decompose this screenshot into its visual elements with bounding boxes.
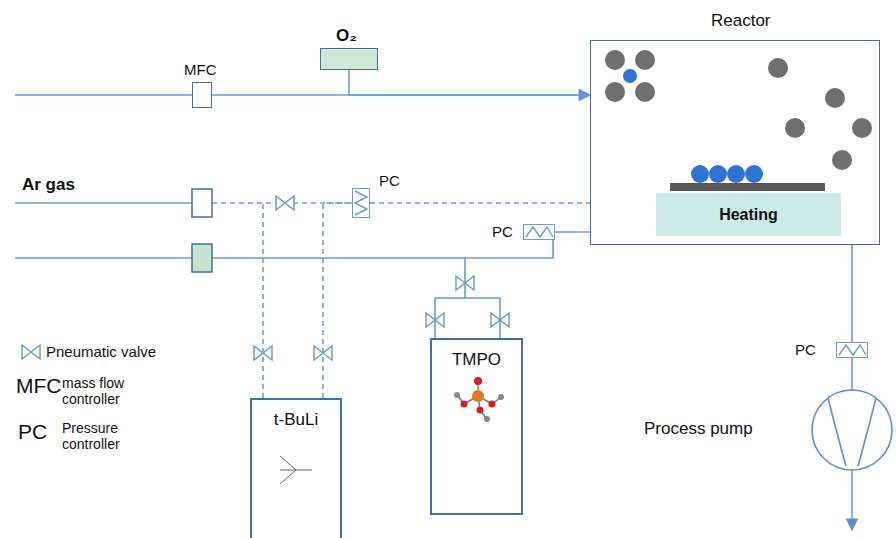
legend-key: MFC <box>16 374 62 398</box>
node-label: MFC <box>184 61 217 79</box>
gas-line <box>349 70 590 95</box>
node-label: TMPO <box>452 350 501 370</box>
gas-line <box>212 257 465 259</box>
gas-line <box>434 298 436 338</box>
pneumatic-valve <box>314 346 332 360</box>
tbuli-structure <box>280 456 312 484</box>
legend-valve-symbol <box>22 345 40 359</box>
node-label: Process pump <box>644 419 753 439</box>
node-label: t-BuLi <box>274 410 318 430</box>
heating-stage: Heating <box>656 193 841 236</box>
reactor-particles <box>605 50 872 191</box>
tmpo-molecule <box>454 377 504 422</box>
reactor-chamber: HeatingReactor <box>590 40 880 245</box>
pc-symbol <box>839 345 866 355</box>
legend-text: Pressure controller <box>62 420 172 452</box>
pressure-controller: PC <box>352 188 370 218</box>
gas-line <box>435 297 465 299</box>
gas-line <box>555 231 590 233</box>
precursor-container: t-BuLi <box>250 398 342 538</box>
pressure-controller: PC <box>523 224 555 240</box>
pneumatic-valve <box>456 276 474 290</box>
node-label: PC <box>492 223 513 241</box>
legend-text: mass flow controller <box>62 375 172 407</box>
pc-symbol <box>355 191 367 215</box>
mass-flow-controller: MFC <box>192 82 212 108</box>
gas-line <box>851 358 853 390</box>
gas-label: Ar gas <box>22 175 75 195</box>
mfc-box <box>192 189 212 217</box>
mfc-box <box>192 244 212 272</box>
gas-source-box: O₂ <box>320 48 378 70</box>
gas-line <box>851 245 853 342</box>
gas-line <box>323 203 352 398</box>
pneumatic-valve <box>276 196 294 210</box>
node-label: PC <box>795 341 816 359</box>
process-pump: Process pump <box>812 390 892 470</box>
legend-entry: Pressure controller <box>62 420 172 452</box>
gas-line <box>465 240 553 338</box>
pneumatic-valve <box>254 346 272 360</box>
gas-line <box>212 94 590 96</box>
legend-entry: mass flow controller <box>62 375 172 407</box>
gas-line <box>15 94 192 96</box>
exhaust-line <box>851 470 853 530</box>
gas-line <box>370 202 590 204</box>
gas-line <box>15 202 192 204</box>
node-label: PC <box>379 172 400 190</box>
pneumatic-valve <box>426 313 444 327</box>
node-label: O₂ <box>336 26 357 46</box>
legend-key: PC <box>18 420 47 444</box>
gas-line <box>262 203 264 398</box>
precursor-container: TMPO <box>430 338 523 515</box>
pressure-controller: PC <box>836 342 868 358</box>
pc-symbol <box>526 227 553 237</box>
legend-text: Pneumatic valve <box>46 343 236 360</box>
pump-symbol <box>812 390 892 470</box>
pneumatic-valve <box>491 313 509 327</box>
gas-line <box>15 257 192 259</box>
node-label: Heating <box>719 205 778 224</box>
node-label: Reactor <box>711 11 771 31</box>
legend-entry: Pneumatic valve <box>46 343 236 360</box>
